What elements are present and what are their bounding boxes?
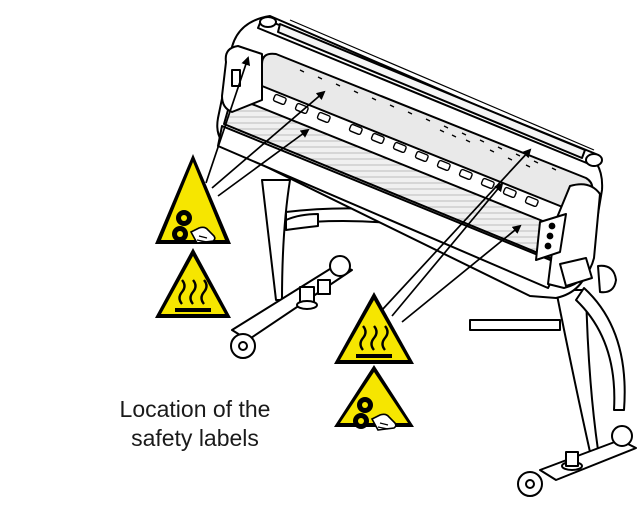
right-foot — [539, 439, 637, 481]
pointer-lines — [205, 56, 532, 323]
warning-label-hot-right — [334, 292, 414, 364]
pointer-line-2 — [211, 90, 326, 189]
stand — [230, 179, 637, 497]
pointer-line-6 — [401, 224, 522, 323]
left-foot — [231, 263, 353, 341]
laminator-body — [216, 15, 617, 299]
pointer-line-4 — [381, 148, 532, 311]
figure-caption: Location of the safety labels — [95, 395, 295, 453]
pointer-line-1 — [205, 56, 251, 184]
left-end-cap — [221, 45, 263, 113]
pointer-line-3 — [217, 128, 310, 197]
warning-label-hot-left — [155, 248, 231, 318]
caption-line-2: safety labels — [131, 425, 259, 451]
warning-label-entanglement-left — [155, 154, 231, 244]
caption-line-1: Location of the — [119, 396, 271, 422]
warning-label-entanglement-right — [334, 365, 414, 431]
left-leg — [261, 179, 291, 301]
pointer-line-5 — [391, 182, 504, 317]
